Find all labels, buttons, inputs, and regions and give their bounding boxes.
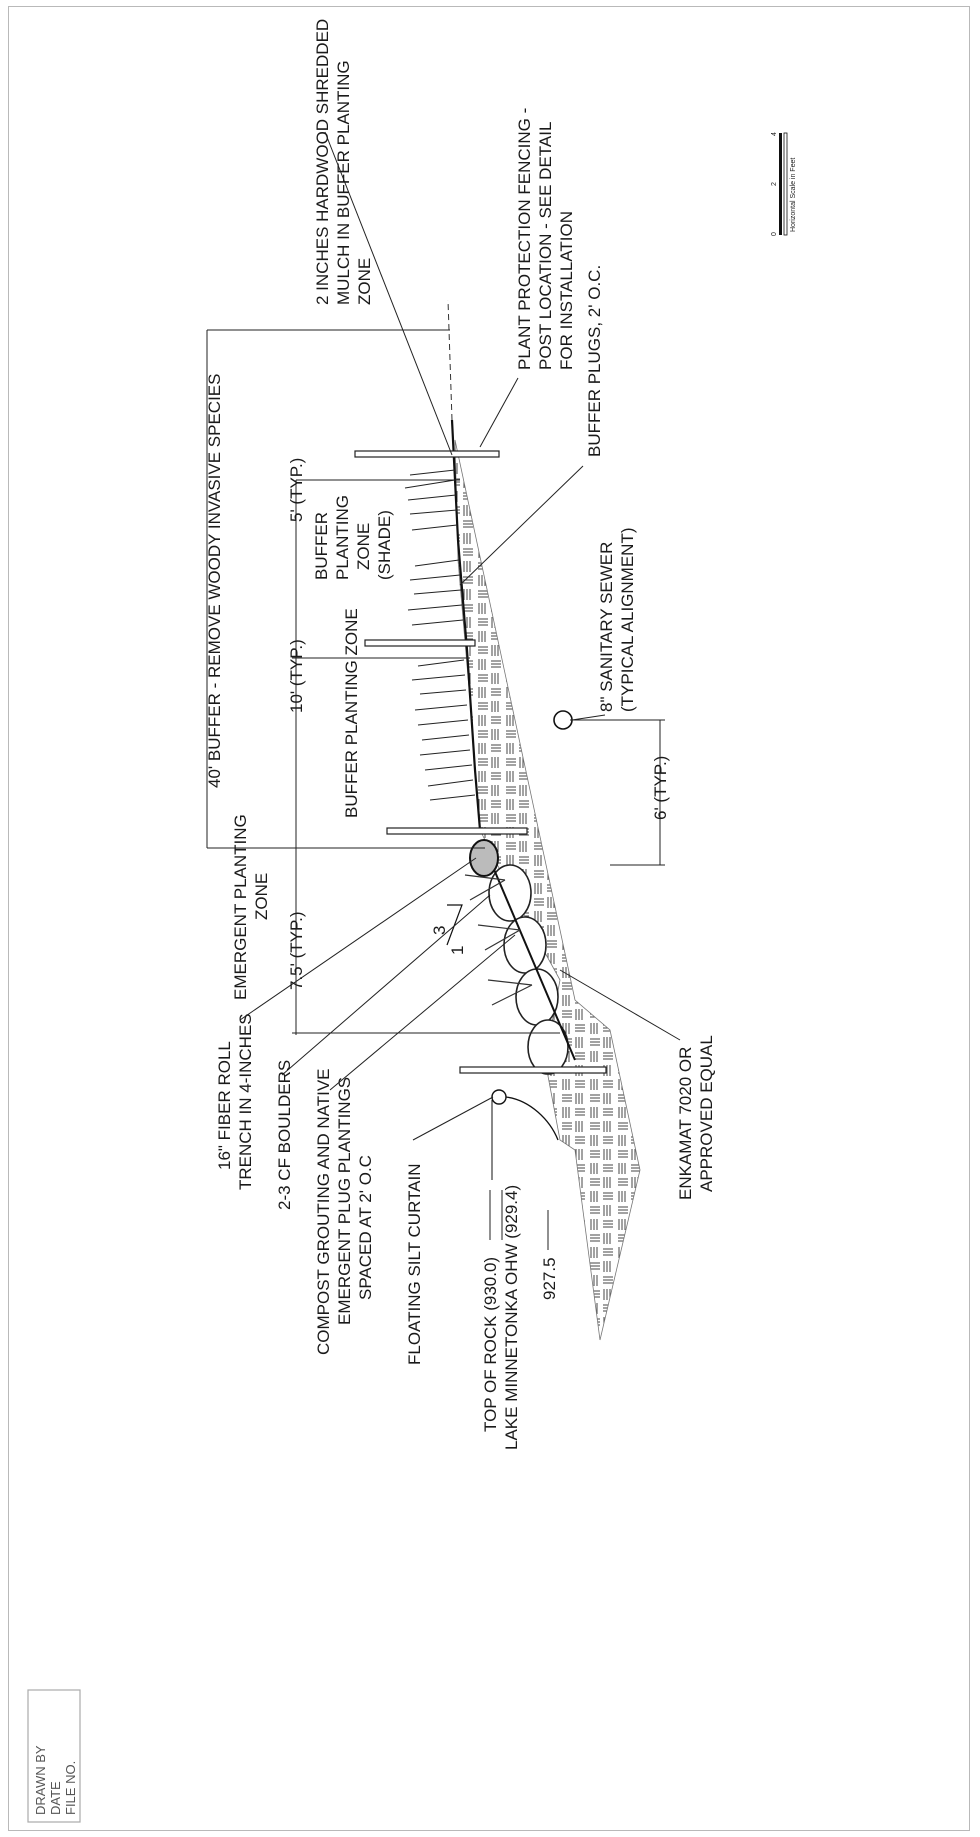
scale-bar: 0 2 4 Horizontal Scale in Feet (771, 132, 797, 236)
scale-caption: Horizontal Scale in Feet (790, 158, 797, 232)
label-shade-zone-2: PLANTING (333, 495, 352, 580)
title-stamp: DRAWN BY DATE FILE NO. (27, 1689, 81, 1823)
silt-curtain (491, 1089, 559, 1180)
fiber-roll (469, 839, 499, 877)
label-dim-5: 5' (TYP.) (287, 458, 306, 522)
label-shade-zone-1: BUFFER (312, 512, 331, 580)
label-mulch-2: MULCH IN BUFFER PLANTING (334, 60, 353, 305)
label-dim-10: 10' (TYP.) (287, 639, 306, 713)
label-shade-zone-3: ZONE (354, 523, 373, 570)
label-mulch-1: 2 INCHES HARDWOOD SHREDDED (313, 19, 332, 305)
buffer-plants (404, 469, 476, 801)
scale-tick-0: 0 (771, 232, 778, 236)
label-sewer-2: (TYPICAL ALIGNMENT) (618, 527, 637, 712)
label-emergent-zone-1: EMERGENT PLANTING (231, 814, 250, 1000)
label-slope-rise: 1 (448, 946, 467, 955)
label-fencing-1: PLANT PROTECTION FENCING - (515, 108, 534, 370)
zone-dimension-lines (206, 329, 665, 1035)
label-fencing-2: POST LOCATION - SEE DETAIL (536, 122, 555, 370)
scale-tick-4: 4 (771, 132, 778, 136)
enkamat-line (489, 859, 576, 1061)
scale-tick-2: 2 (771, 182, 778, 186)
label-fiber-roll-1: 16" FIBER ROLL (215, 1041, 234, 1170)
label-lake-ohw: LAKE MINNETONKA OHW (929.4) (502, 1185, 521, 1450)
label-top-of-rock: TOP OF ROCK (930.0) (481, 1257, 500, 1432)
label-dim-7-5: 7.5' (TYP.) (287, 911, 306, 990)
label-sewer-1: 8" SANITARY SEWER (597, 542, 616, 712)
label-40-buffer: 40' BUFFER - REMOVE WOODY INVASIVE SPECI… (205, 374, 224, 788)
label-compost-1: COMPOST GROUTING AND NATIVE (314, 1068, 333, 1355)
label-elev-927: 927.5 (540, 1257, 559, 1300)
label-enkamat-2: APPROVED EQUAL (697, 1035, 716, 1192)
label-shade-zone-4: (SHADE) (375, 510, 394, 580)
stamp-line-3: FILE NO. (63, 1761, 78, 1815)
label-buffer-plugs: BUFFER PLUGS, 2' O.C. (585, 265, 604, 457)
label-fiber-roll-2: TRENCH IN 4-INCHES (236, 1013, 255, 1190)
stamp-line-1: DRAWN BY (33, 1745, 48, 1815)
label-dim-6: 6' (TYP.) (651, 756, 670, 820)
slope-indicator (446, 904, 463, 946)
label-buffer-zone: BUFFER PLANTING ZONE (342, 608, 361, 818)
emergent-plants (464, 874, 533, 1006)
fence-posts (354, 450, 607, 1074)
label-compost-2: EMERGENT PLUG PLANTINGS (335, 1077, 354, 1325)
leader-lines (239, 131, 681, 1250)
label-silt-curtain: FLOATING SILT CURTAIN (405, 1163, 424, 1365)
label-enkamat-1: ENKAMAT 7020 OR (676, 1047, 695, 1200)
sheet-border (8, 6, 970, 1831)
label-slope-run: 3 (430, 926, 449, 935)
existing-grade-dashed (447, 299, 453, 421)
sanitary-sewer-pipe (553, 710, 573, 730)
label-mulch-3: ZONE (355, 258, 374, 305)
label-compost-3: SPACED AT 2' O.C (356, 1155, 375, 1300)
label-fencing-3: FOR INSTALLATION (557, 211, 576, 370)
stamp-line-2: DATE (48, 1781, 63, 1815)
label-boulders: 2-3 CF BOULDERS (275, 1060, 294, 1210)
label-emergent-zone-2: ZONE (252, 873, 271, 920)
ground-surface-line (450, 419, 482, 831)
